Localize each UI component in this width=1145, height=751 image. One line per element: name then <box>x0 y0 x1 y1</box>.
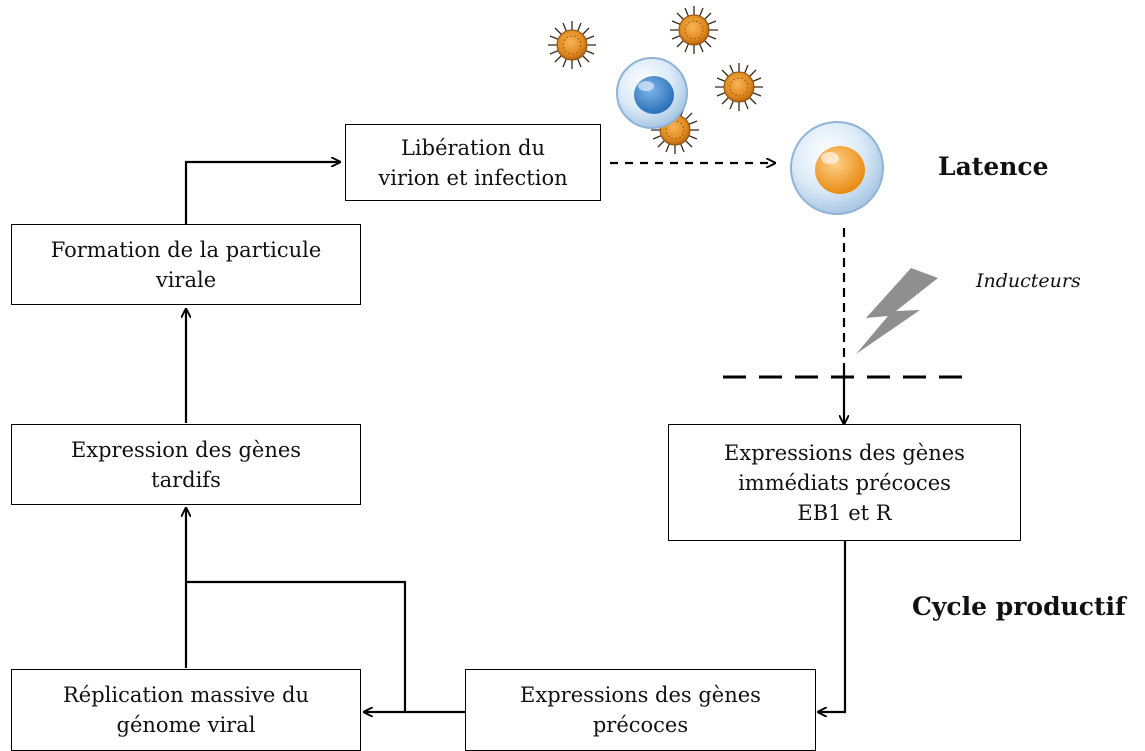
virus-icon <box>547 20 597 70</box>
box-precoces-line1: Expressions des gènes <box>520 683 761 707</box>
arrow-formation-to-liberation <box>184 162 340 224</box>
box-immediats-line1: Expressions des gènes <box>724 440 965 465</box>
box-tardifs-line1: Expression des gènes <box>70 437 302 462</box>
box-liberation-line2: virion et infection <box>378 165 568 190</box>
box-formation-line1: Formation de la particule <box>50 237 322 262</box>
box-replication-line2: génome viral <box>116 713 256 737</box>
label-latence: Latence <box>938 152 1049 181</box>
box-replication: Réplication massive du génome viral <box>11 669 361 751</box>
box-liberation-line1: Libération du <box>400 135 546 160</box>
box-precoces: Expressions des gènes précoces <box>465 669 816 751</box>
box-tardifs: Expression des gènes tardifs <box>11 424 361 505</box>
box-precoces-line2: précoces <box>592 713 689 737</box>
virus-icon <box>669 5 719 55</box>
box-liberation: Libération du virion et infection <box>345 124 601 201</box>
box-immediats: Expressions des gènes immédiats précoces… <box>668 424 1021 541</box>
box-immediats-line3: EB1 et R <box>797 500 892 525</box>
box-tardifs-line2: tardifs <box>151 467 221 492</box>
arrow-immediats-to-precoces <box>818 540 847 712</box>
lightning-bolt-icon <box>856 268 938 354</box>
virus-icon <box>714 62 764 112</box>
label-inducteurs: Inducteurs <box>976 270 1081 292</box>
infected-cell-icon <box>616 57 688 129</box>
box-formation: Formation de la particule virale <box>11 224 361 305</box>
label-cycle-productif: Cycle productif <box>912 592 1126 621</box>
latent-cell-icon <box>790 121 884 215</box>
box-immediats-line2: immédiats précoces <box>738 470 951 495</box>
precoces-loop-connector <box>186 580 407 712</box>
box-replication-line1: Réplication massive du <box>62 683 310 707</box>
box-formation-line2: virale <box>155 267 217 292</box>
